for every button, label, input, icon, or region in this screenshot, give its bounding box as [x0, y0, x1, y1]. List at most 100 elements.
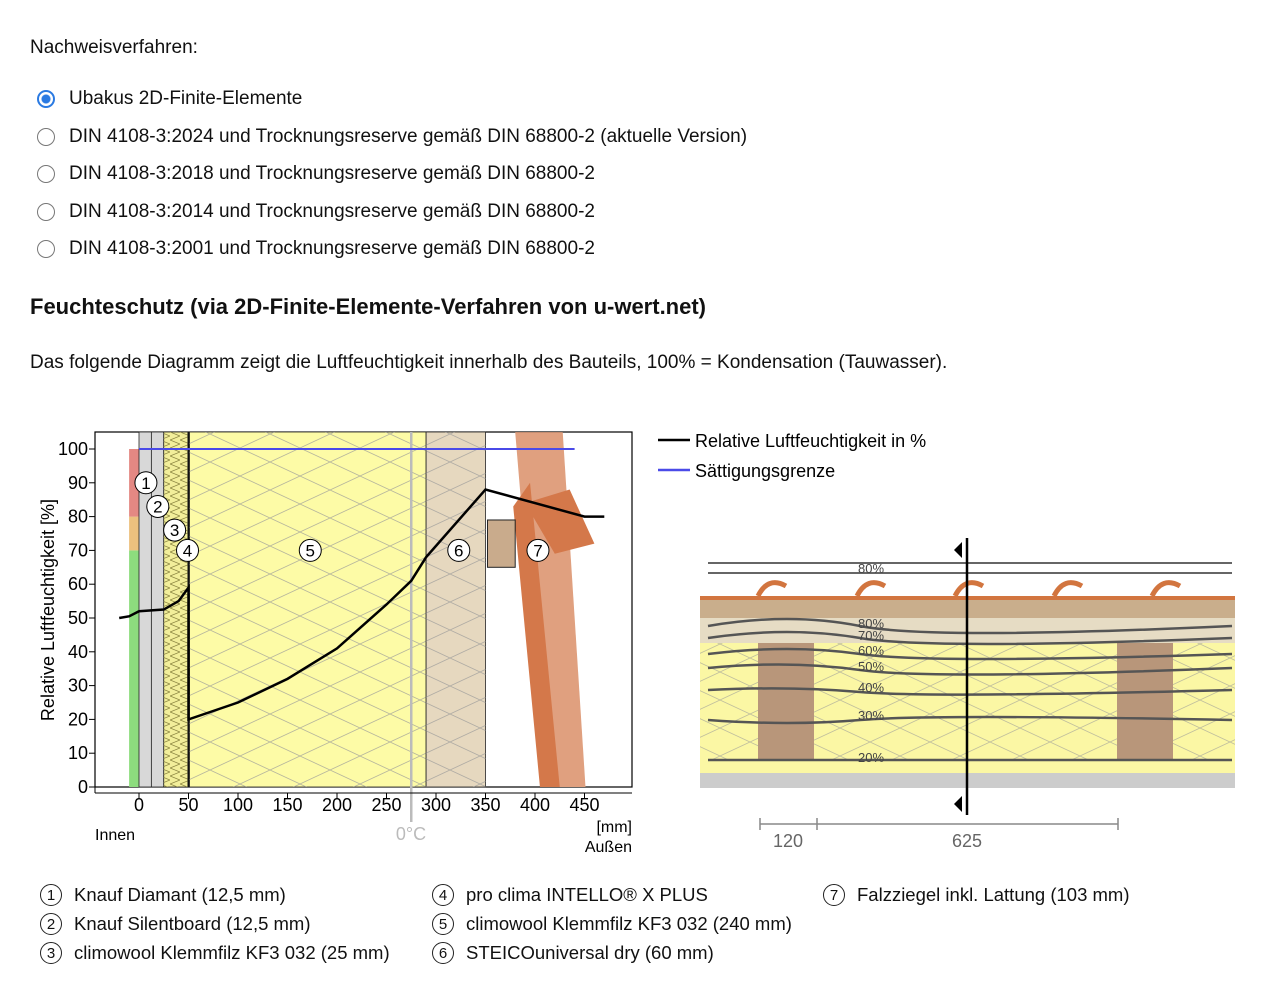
- method-option-2[interactable]: DIN 4108-3:2018 und Trocknungsreserve ge…: [37, 163, 595, 185]
- y-axis-label: Relative Luftfeuchtigkeit [%]: [38, 499, 58, 721]
- layer-pattern: [426, 432, 486, 787]
- x-tick-label: 350: [470, 795, 500, 815]
- layer-label: STEICOuniversal dry (60 mm): [466, 942, 714, 963]
- y-tick-label: 70: [68, 540, 88, 560]
- layer-marker-number: 6: [454, 541, 463, 560]
- layer-marker-number: 4: [183, 541, 192, 560]
- contour-label: 50%: [858, 659, 884, 674]
- layer-marker-number: 5: [306, 541, 315, 560]
- layer-marker: [134, 471, 158, 495]
- layer-marker-number: 2: [153, 497, 162, 516]
- layer-number: 3: [40, 942, 62, 964]
- y-tick-label: 10: [68, 743, 88, 763]
- section-title: Feuchteschutz (via 2D-Finite-Elemente-Ve…: [30, 294, 707, 319]
- layer-label: Knauf Diamant (12,5 mm): [74, 884, 286, 905]
- inside-label: Innen: [95, 827, 135, 844]
- layer-marker-number: 1: [141, 474, 150, 493]
- method-option-1[interactable]: DIN 4108-3:2024 und Trocknungsreserve ge…: [37, 126, 747, 148]
- x-tick-label: 50: [178, 795, 198, 815]
- contour-label: 40%: [858, 680, 884, 695]
- radio-button[interactable]: [37, 202, 55, 221]
- layer-legend-item: 2 Knauf Silentboard (12,5 mm): [40, 913, 311, 935]
- layer-number: 7: [823, 884, 845, 906]
- x-tick-label: 250: [371, 795, 401, 815]
- layer-label: Falzziegel inkl. Lattung (103 mm): [857, 884, 1130, 905]
- batten: [486, 519, 516, 568]
- layer-legend-item: 5 climowool Klemmfilz KF3 032 (240 mm): [432, 913, 792, 935]
- y-tick-label: 100: [58, 439, 88, 459]
- layer-number: 4: [432, 884, 454, 906]
- x-tick-label: 400: [520, 795, 550, 815]
- method-option-0[interactable]: Ubakus 2D-Finite-Elemente: [37, 88, 302, 110]
- roof-tile-layer: [513, 482, 560, 787]
- option-label: DIN 4108-3:2001 und Trocknungsreserve ge…: [69, 238, 595, 259]
- dimension-625: 625: [952, 831, 982, 851]
- layer-label: climowool Klemmfilz KF3 032 (25 mm): [74, 942, 390, 963]
- humidity-zone: [129, 550, 139, 787]
- method-option-3[interactable]: DIN 4108-3:2014 und Trocknungsreserve ge…: [37, 201, 595, 223]
- layer-number: 6: [432, 942, 454, 964]
- contour-label: 30%: [858, 708, 884, 723]
- layer-label: climowool Klemmfilz KF3 032 (240 mm): [466, 913, 792, 934]
- option-label: DIN 4108-3:2018 und Trocknungsreserve ge…: [69, 163, 595, 184]
- legend-humidity: Relative Luftfeuchtigkeit in %: [695, 431, 926, 451]
- layer-marker-number: 7: [533, 541, 542, 560]
- layer-number: 5: [432, 913, 454, 935]
- x-tick-label: 200: [322, 795, 352, 815]
- layer-marker: [146, 494, 170, 518]
- layer-label: pro clima INTELLO® X PLUS: [466, 884, 708, 905]
- legend-saturation: Sättigungsgrenze: [695, 461, 835, 481]
- layer-number: 1: [40, 884, 62, 906]
- radio-button[interactable]: [37, 90, 55, 108]
- y-tick-label: 90: [68, 473, 88, 493]
- layer-legend-item: 4 pro clima INTELLO® X PLUS: [432, 884, 708, 906]
- layer-marker-number: 3: [170, 521, 179, 540]
- description: Das folgende Diagramm zeigt die Luftfeuc…: [30, 352, 948, 373]
- x-tick-label: 100: [223, 795, 253, 815]
- x-tick-label: 300: [421, 795, 451, 815]
- layer-3-hatch: [163, 432, 189, 787]
- y-tick-label: 0: [78, 777, 88, 797]
- layer-marker: [176, 538, 200, 562]
- contour-label: 20%: [858, 750, 884, 765]
- layer-legend-item: 6 STEICOuniversal dry (60 mm): [432, 942, 714, 964]
- x-tick-label: 150: [272, 795, 302, 815]
- option-label: Ubakus 2D-Finite-Elemente: [69, 88, 303, 109]
- y-tick-label: 20: [68, 709, 88, 729]
- layer-marker: [447, 538, 471, 562]
- x-tick-label: 450: [569, 795, 599, 815]
- layer-marker: [298, 538, 322, 562]
- outside-label: Außen: [585, 839, 632, 856]
- humidity-zone: [129, 516, 139, 551]
- layer-marker: [526, 538, 550, 562]
- x-tick-label: 0: [134, 795, 144, 815]
- cross-section-diagram: 80%80%70%60%50%40%30%20% 120 625: [700, 538, 1235, 851]
- method-option-4[interactable]: DIN 4108-3:2001 und Trocknungsreserve ge…: [37, 238, 595, 260]
- contour-label: 80%: [858, 561, 884, 576]
- option-label: DIN 4108-3:2014 und Trocknungsreserve ge…: [69, 200, 595, 222]
- humidity-zone: [129, 449, 139, 517]
- layer-marker: [163, 518, 187, 542]
- y-tick-label: 50: [68, 608, 88, 628]
- dimension-120: 120: [773, 831, 803, 851]
- layer-number: 2: [40, 913, 62, 935]
- contour-label: 80%: [858, 616, 884, 631]
- layer-legend-item: 1 Knauf Diamant (12,5 mm): [40, 884, 286, 906]
- layer-label: Knauf Silentboard (12,5 mm): [74, 913, 311, 934]
- y-tick-label: 60: [68, 574, 88, 594]
- radio-button[interactable]: [37, 165, 55, 183]
- contour-label: 60%: [858, 643, 884, 658]
- humidity-line: [118, 488, 605, 722]
- radio-button[interactable]: [37, 240, 55, 258]
- radio-button[interactable]: [37, 127, 55, 146]
- layer-pattern: [189, 432, 427, 787]
- method-heading: Nachweisverfahren:: [30, 37, 198, 58]
- x-axis-unit: [mm]: [596, 819, 632, 836]
- y-tick-label: 80: [68, 507, 88, 527]
- layer-legend-item: 3 climowool Klemmfilz KF3 032 (25 mm): [40, 942, 390, 964]
- option-label: DIN 4108-3:2024 und Trocknungsreserve ge…: [69, 125, 748, 147]
- layer-legend-item: 7 Falzziegel inkl. Lattung (103 mm): [823, 884, 1129, 906]
- freeze-label: 0°C: [396, 824, 426, 844]
- y-tick-label: 30: [68, 676, 88, 696]
